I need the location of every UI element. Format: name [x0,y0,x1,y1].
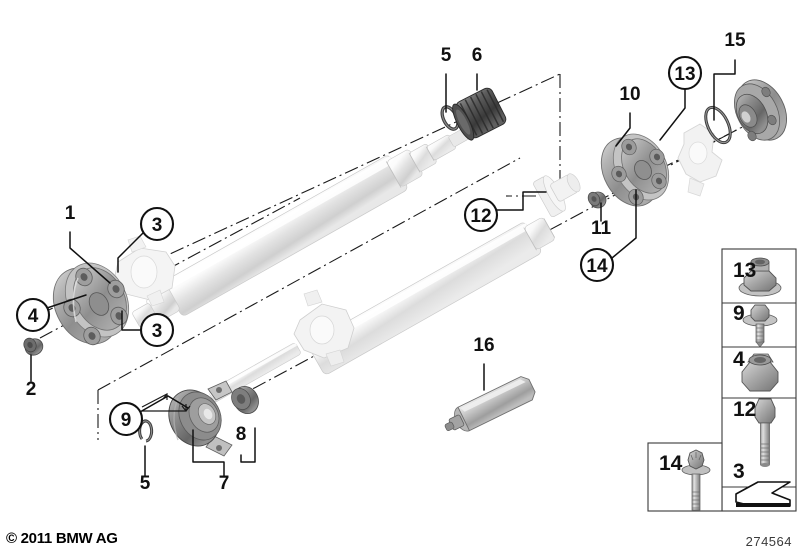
front-yoke [113,235,176,307]
callout-4: 4 [15,297,51,333]
front-driveshaft-assembly [23,87,507,356]
callout-5a: 5 [441,45,452,66]
callout-label-1: 1 [65,203,76,224]
leader-line-9 [139,395,189,413]
callout-label-2: 2 [26,379,37,400]
legend-label-12: 12 [733,398,756,421]
rear-universal-joint [208,289,355,403]
circlip-part [138,419,154,443]
leader-line-3b [121,310,144,331]
grease-tube-part [444,376,536,432]
legend-icon-14 [681,449,711,511]
callout-circle-14 [579,247,615,283]
callout-label-4: 4 [28,306,39,327]
leader-line-15 [713,59,736,121]
copyright-notice: © 2011 BMW AG [6,530,118,547]
leader-line-4 [46,294,87,309]
callout-3b: 3 [139,312,175,348]
callout-circle-13a [667,55,703,91]
rear-flex-disc [600,133,670,207]
o-ring-rear-part [704,105,732,145]
callout-circle-3b [139,312,175,348]
rear-shaft-flange [533,173,581,218]
leader-line-12 [495,191,547,211]
callout-label-11: 11 [591,218,612,239]
callout-label-5a: 5 [441,45,452,66]
protective-sleeve-part [452,87,507,141]
legend-label-14: 14 [659,452,683,475]
leader-line-3a [117,232,144,273]
rubber-bushing-part [23,337,44,356]
rear-flange-assembly [600,79,788,207]
leader-line-10 [615,112,631,147]
callout-circle-9 [108,401,144,437]
callout-7: 7 [219,473,230,494]
callout-1: 1 [65,203,76,224]
legend-icon-13 [738,257,782,297]
callout-label-3b: 3 [152,321,163,342]
callout-10: 10 [619,84,640,105]
center-bearing-assembly [138,380,259,457]
callout-8: 8 [236,424,247,445]
legend-label-13: 13 [733,259,756,282]
callout-label-7: 7 [219,473,230,494]
callout-9: 9 [108,401,144,437]
leader-line-13a [659,87,686,141]
legend-label-3: 3 [733,460,745,483]
callout-label-13a: 13 [674,64,695,85]
callout-leader-lines [30,59,736,477]
callout-label-15: 15 [724,30,746,51]
callout-2: 2 [26,379,37,400]
callout-label-16: 16 [473,335,494,356]
legend-label-9: 9 [733,302,745,325]
spacer-sleeve-part [231,386,259,414]
callout-label-14: 14 [586,256,608,277]
callout-circle-4 [15,297,51,333]
callout-15: 15 [724,30,746,51]
leader-line-1 [69,231,111,284]
callout-label-9: 9 [121,410,132,431]
callout-6: 6 [472,45,483,66]
callout-label-5b: 5 [140,473,151,494]
callout-label-10: 10 [619,84,640,105]
callout-13a: 13 [667,55,703,91]
callout-label-6: 6 [472,45,483,66]
callout-5b: 5 [140,473,151,494]
legend-icon-9 [742,304,778,348]
rear-driveshaft-assembly [208,173,607,403]
centering-sleeve-part [587,191,607,209]
drawing-number: 274564 [745,534,792,549]
callout-16: 16 [473,335,494,356]
flange-adapter [677,123,723,197]
legend-panel: 13 9 4 12 3 14 [647,248,797,512]
callout-label-3a: 3 [152,215,163,236]
front-flex-disc [52,262,130,346]
output-flange-part [734,79,788,142]
leader-line-14 [611,189,637,259]
direction-arrow-icon [735,481,791,507]
callout-circle-3a [139,206,175,242]
legend-icon-4 [741,353,779,392]
callout-12: 12 [463,197,499,233]
callout-3a: 3 [139,206,175,242]
callout-11: 11 [591,218,612,239]
bearing-bracket [205,380,233,457]
callout-label-12: 12 [470,206,491,227]
leader-line-8 [240,427,256,463]
callout-14: 14 [579,247,615,283]
legend-label-4: 4 [733,348,745,371]
leader-line-7 [192,429,225,477]
callout-label-8: 8 [236,424,247,445]
legend-icon-12 [754,398,776,467]
callout-circle-12 [463,197,499,233]
